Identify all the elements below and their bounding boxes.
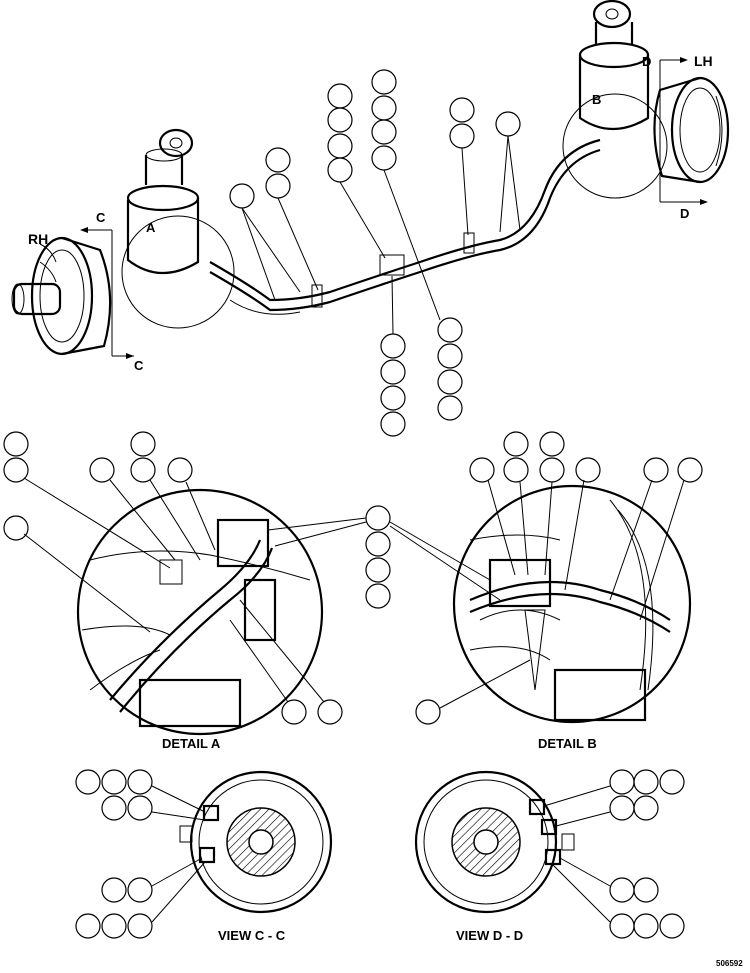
view-cc [179,770,333,914]
view-dd-caption: VIEW D - D [456,928,523,943]
detail-a-caption: DETAIL A [162,736,221,751]
view-dd [414,770,575,914]
tube-clamp-rh [311,284,323,308]
detail-b-caption: DETAIL B [538,736,597,751]
lh-steering-column [578,0,650,130]
tube-clamp-lh [463,232,475,254]
top-callouts [229,69,521,437]
axle-assembly [11,0,730,359]
detail-a-marker [121,215,235,329]
detail-b-callouts [415,431,703,725]
section-a-label: A [146,220,156,235]
view-dd-callouts [543,769,685,939]
figure-number: 506592 [716,959,743,968]
section-c-top-label: C [96,210,106,225]
section-b-label: B [592,92,601,107]
rh-label: RH [28,231,48,247]
section-c-bottom-label: C [134,358,144,373]
section-d-top-label: D [642,54,651,69]
shared-callouts [267,505,501,609]
detail-b [452,484,692,724]
detail-a-callouts [3,431,343,725]
lh-hub [653,76,730,184]
detail-a [76,488,324,736]
lh-label: LH [694,53,713,69]
rh-steering-column [126,128,200,275]
view-cc-caption: VIEW C - C [218,928,286,943]
tube-clamp-center [379,254,405,276]
detail-b-marker [562,93,668,199]
rh-hub [11,236,112,356]
view-cc-callouts [75,769,206,939]
section-d-bottom-label: D [680,206,689,221]
